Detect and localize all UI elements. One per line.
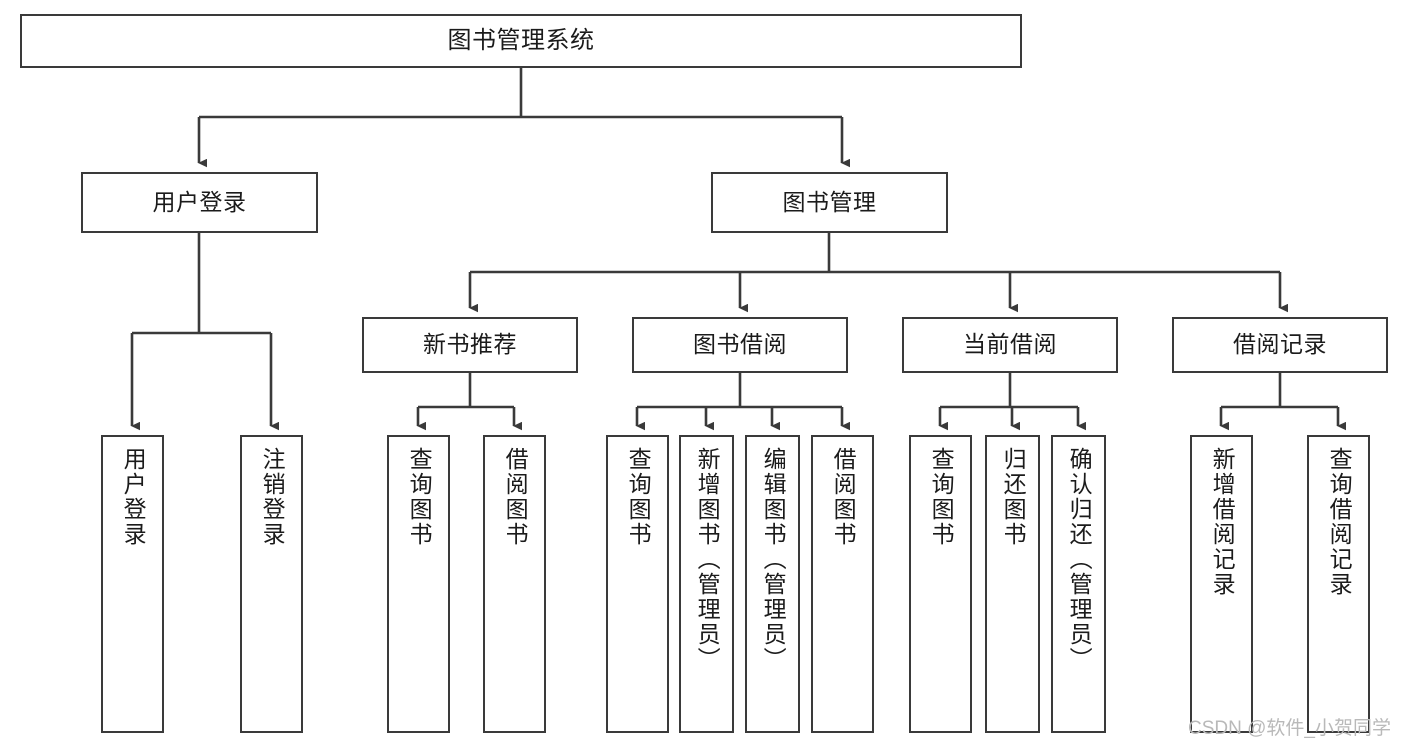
node-user-login[interactable]: 用户登录	[81, 172, 318, 233]
node-leaf-borrow-book-2-label: 借阅图书	[830, 447, 857, 547]
node-leaf-add-book-label: 新增图书（管理员）	[694, 447, 721, 672]
node-root-label: 图书管理系统	[447, 26, 595, 54]
node-leaf-borrow-book-2[interactable]: 借阅图书	[811, 435, 874, 733]
node-leaf-query-book-1-label: 查询图书	[406, 447, 433, 547]
node-leaf-query-book-2[interactable]: 查询图书	[606, 435, 669, 733]
node-leaf-query-book-3-label: 查询图书	[928, 447, 955, 547]
node-root[interactable]: 图书管理系统	[20, 14, 1022, 68]
node-borrow-record-label: 借阅记录	[1233, 331, 1327, 358]
node-leaf-query-record-label: 查询借阅记录	[1326, 447, 1353, 597]
node-leaf-query-book-2-label: 查询图书	[625, 447, 652, 547]
node-current-borrow-label: 当前借阅	[963, 331, 1057, 358]
node-user-login-label: 用户登录	[152, 188, 247, 215]
node-leaf-confirm-return-label: 确认归还（管理员）	[1066, 447, 1093, 672]
node-leaf-confirm-return[interactable]: 确认归还（管理员）	[1051, 435, 1106, 733]
node-leaf-borrow-book-1[interactable]: 借阅图书	[483, 435, 546, 733]
node-leaf-query-book-1[interactable]: 查询图书	[387, 435, 450, 733]
node-leaf-borrow-book-1-label: 借阅图书	[502, 447, 529, 547]
node-leaf-return-book[interactable]: 归还图书	[985, 435, 1040, 733]
node-leaf-user-login[interactable]: 用户登录	[101, 435, 164, 733]
node-leaf-return-book-label: 归还图书	[1000, 447, 1027, 547]
node-leaf-logout[interactable]: 注销登录	[240, 435, 303, 733]
node-book-borrow-label: 图书借阅	[693, 331, 787, 358]
node-book-management-label: 图书管理	[782, 188, 877, 215]
csdn-watermark: CSDN @软件_小贺同学	[1188, 718, 1391, 739]
node-leaf-query-record[interactable]: 查询借阅记录	[1307, 435, 1370, 733]
node-borrow-record[interactable]: 借阅记录	[1172, 317, 1388, 373]
node-leaf-add-book[interactable]: 新增图书（管理员）	[679, 435, 734, 733]
node-new-book-recommend[interactable]: 新书推荐	[362, 317, 578, 373]
node-leaf-query-book-3[interactable]: 查询图书	[909, 435, 972, 733]
node-current-borrow[interactable]: 当前借阅	[902, 317, 1118, 373]
node-leaf-add-record[interactable]: 新增借阅记录	[1190, 435, 1253, 733]
node-book-management[interactable]: 图书管理	[711, 172, 948, 233]
node-new-book-recommend-label: 新书推荐	[423, 331, 517, 358]
node-leaf-user-login-label: 用户登录	[120, 447, 147, 547]
node-leaf-logout-label: 注销登录	[259, 447, 286, 547]
node-leaf-edit-book[interactable]: 编辑图书（管理员）	[745, 435, 800, 733]
node-book-borrow[interactable]: 图书借阅	[632, 317, 848, 373]
node-leaf-edit-book-label: 编辑图书（管理员）	[760, 447, 787, 672]
node-leaf-add-record-label: 新增借阅记录	[1209, 447, 1236, 597]
